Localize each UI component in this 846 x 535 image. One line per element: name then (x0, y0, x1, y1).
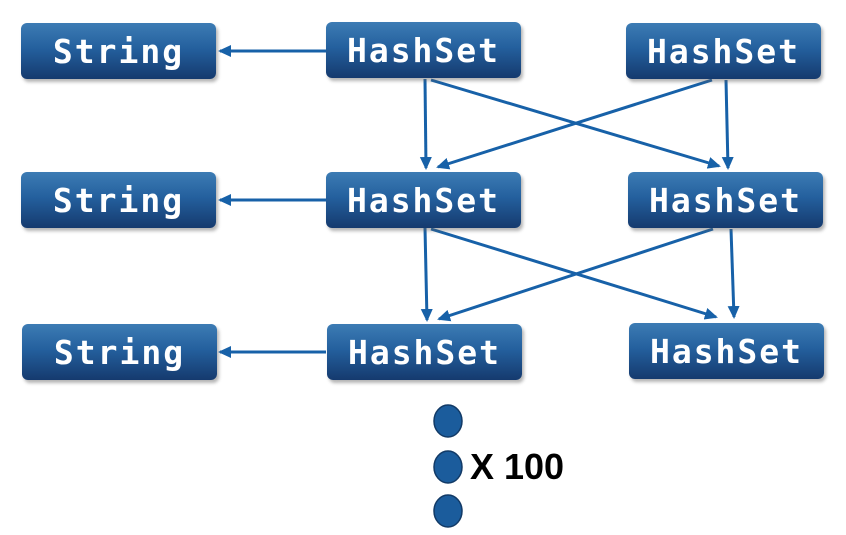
ellipsis-dot (433, 450, 463, 484)
node-string-row1: String (21, 23, 216, 79)
arrow-hashsetright1-hashsetmid2 (436, 78, 713, 170)
arrow-hashsetmid2-hashsetmid3 (420, 227, 433, 322)
arrow-hashsetright2-hashsetmid3 (437, 227, 714, 322)
node-string-row3: String (22, 324, 217, 380)
node-hashset-right-row2: HashSet (628, 172, 823, 228)
ellipsis-dot (433, 494, 463, 528)
arrow-hashsetright1-hashsetright2 (721, 79, 734, 170)
node-hashset-mid-row3: HashSet (327, 324, 522, 380)
node-string-row2: String (21, 172, 216, 228)
node-hashset-right-row1: HashSet (626, 23, 821, 79)
node-hashset-right-row3: HashSet (629, 323, 824, 379)
arrow-hashsetright2-hashsetright3 (727, 228, 740, 319)
arrow-hashsetmid1-hashsetmid2 (419, 78, 432, 170)
node-hashset-mid-row2: HashSet (326, 172, 521, 228)
multiplier-label: X 100 (470, 446, 565, 487)
node-hashset-mid-row1: HashSet (326, 22, 521, 78)
ellipsis-dot (433, 404, 463, 438)
arrow-hashsetmid2-hashsetright3 (430, 227, 718, 320)
